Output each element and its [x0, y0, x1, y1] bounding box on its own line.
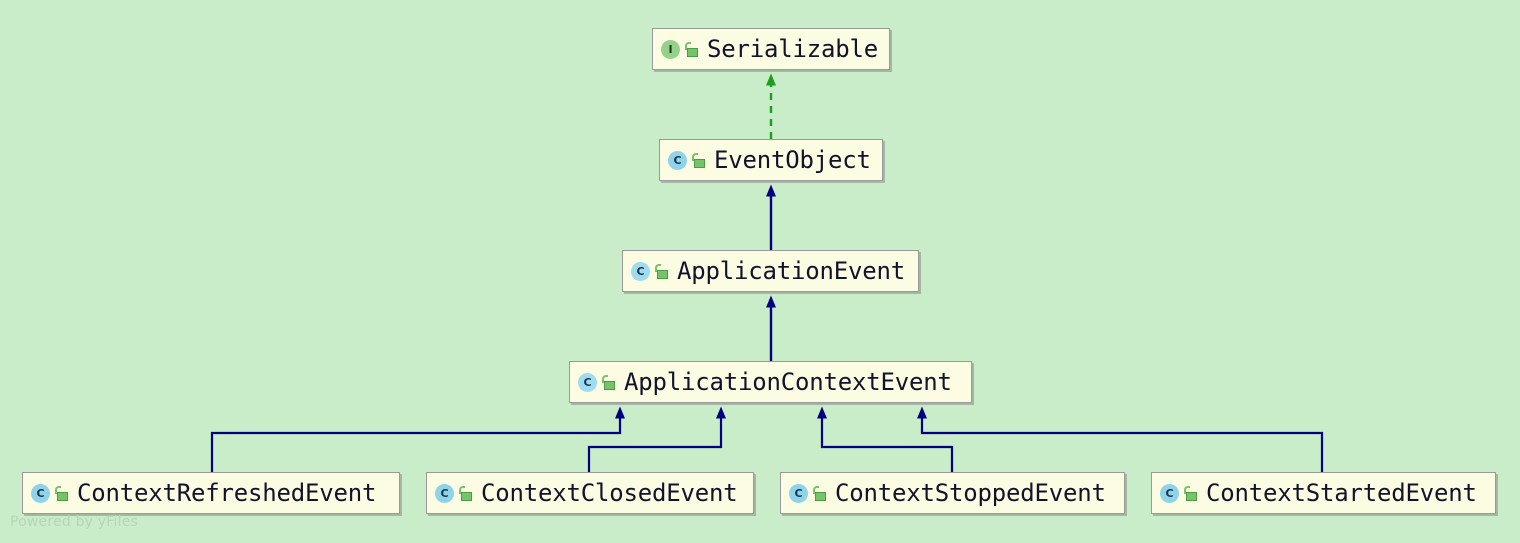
edge-contextstoppedevent-extends-applicationcontextevent	[817, 406, 954, 472]
uml-node-event-object[interactable]: C EventObject	[659, 139, 883, 181]
uml-node-context-stopped-event[interactable]: C ContextStoppedEvent	[780, 472, 1125, 514]
edge-contextrefreshedevent-extends-applicationcontextevent	[210, 406, 625, 472]
public-unlocked-padlock-icon	[459, 485, 472, 501]
node-label: ContextStoppedEvent	[835, 479, 1106, 507]
yfiles-watermark: Powered by yFiles	[10, 514, 138, 530]
node-icon-group: C	[1160, 483, 1197, 503]
uml-node-serializable[interactable]: I Serializable	[652, 28, 890, 70]
uml-node-context-refreshed-event[interactable]: C ContextRefreshedEvent	[22, 472, 400, 514]
public-unlocked-padlock-icon	[813, 485, 826, 501]
node-icon-group: C	[789, 483, 826, 503]
class-badge-icon: C	[31, 483, 50, 503]
node-icon-group: C	[668, 150, 705, 170]
node-label: ContextRefreshedEvent	[77, 479, 377, 507]
node-icon-group: C	[574, 371, 615, 393]
abstract-class-badge-icon: C	[627, 260, 654, 282]
public-unlocked-padlock-icon	[55, 485, 68, 501]
public-unlocked-padlock-icon	[692, 152, 705, 168]
node-icon-group: C	[435, 483, 472, 503]
node-label: ContextStartedEvent	[1206, 479, 1477, 507]
uml-node-context-closed-event[interactable]: C ContextClosedEvent	[426, 472, 754, 514]
node-label: Serializable	[707, 35, 878, 63]
uml-node-application-event[interactable]: C ApplicationEvent	[622, 250, 919, 292]
node-icon-group: I	[661, 39, 698, 59]
node-label: ApplicationEvent	[677, 257, 905, 285]
public-unlocked-padlock-icon	[685, 41, 698, 57]
class-badge-icon: C	[1160, 483, 1179, 503]
node-label: EventObject	[714, 146, 871, 174]
public-unlocked-padlock-icon	[602, 374, 615, 390]
public-unlocked-padlock-icon	[1184, 485, 1197, 501]
class-badge-icon: C	[789, 483, 808, 503]
edge-contextstartedevent-extends-applicationcontextevent	[917, 406, 1324, 472]
edge-contextclosedevent-extends-applicationcontextevent	[587, 406, 726, 472]
abstract-class-badge-icon: C	[574, 371, 601, 393]
node-label: ApplicationContextEvent	[624, 368, 952, 396]
node-icon-group: C	[31, 483, 68, 503]
public-unlocked-padlock-icon	[655, 263, 668, 279]
uml-node-context-started-event[interactable]: C ContextStartedEvent	[1151, 472, 1496, 514]
interface-badge-icon: I	[661, 39, 680, 59]
node-label: ContextClosedEvent	[481, 479, 738, 507]
uml-node-application-context-event[interactable]: C ApplicationContextEvent	[569, 361, 972, 403]
node-icon-group: C	[627, 260, 668, 282]
class-badge-icon: C	[435, 483, 454, 503]
class-badge-icon: C	[668, 150, 687, 170]
